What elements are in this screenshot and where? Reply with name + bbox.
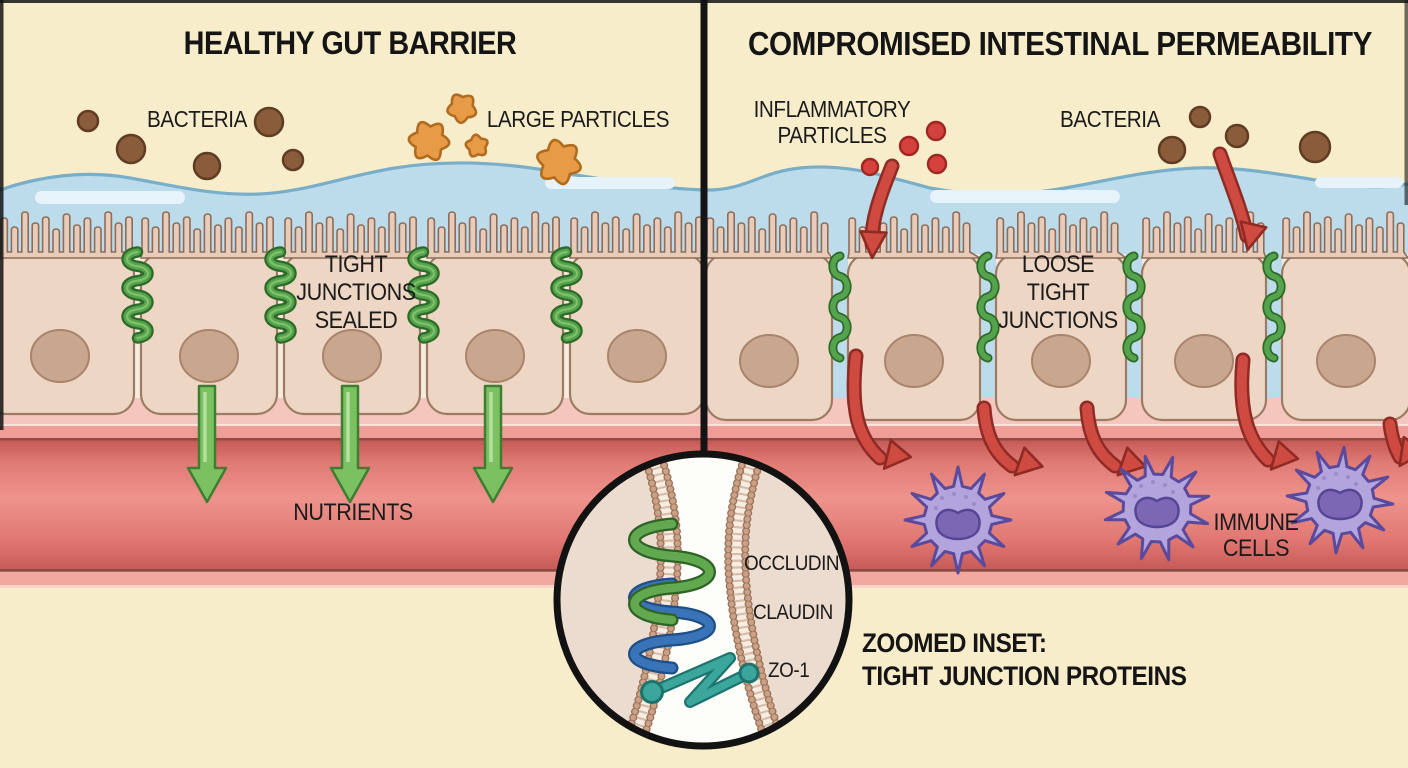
panel-divider [700, 0, 708, 456]
tight-junction-inset [553, 450, 853, 750]
frame-edges [0, 0, 1408, 430]
right-panel-title: COMPROMISED INTESTINAL PERMEABILITY [748, 25, 1372, 62]
tight-junctions-loose [828, 251, 1286, 363]
cell-nuclei [30, 329, 1376, 388]
tight-junctions-sealed-label: TIGHT JUNCTIONS SEALED [296, 251, 416, 334]
large-particles [407, 93, 582, 186]
bacteria-right-label: BACTERIA [1060, 106, 1160, 132]
bacteria-dots [76, 105, 1332, 181]
nutrient-arrows [186, 384, 514, 504]
bacteria-left-label: BACTERIA [147, 106, 247, 132]
brush-border-villi [0, 211, 1408, 259]
loose-tight-junctions-label: LOOSE TIGHT JUNCTIONS [998, 251, 1118, 334]
tight-junctions-sealed [121, 246, 583, 344]
inflammatory-particles [860, 120, 948, 177]
occludin-label: OCCLUDIN [744, 552, 840, 575]
inflammatory-particles-label: INFLAMMATORY PARTICLES [753, 96, 911, 148]
nutrients-label: NUTRIENTS [293, 499, 413, 526]
large-particles-label: LARGE PARTICLES [486, 106, 670, 132]
immune-cells-label: IMMUNE CELLS [1213, 509, 1299, 562]
zo1-label: ZO-1 [768, 659, 810, 682]
leak-arrows [846, 146, 1408, 477]
claudin-label: CLAUDIN [753, 601, 833, 624]
immune-cells [903, 445, 1395, 575]
inset-caption: ZOOMED INSET: TIGHT JUNCTION PROTEINS [862, 628, 1187, 691]
left-panel-title: HEALTHY GUT BARRIER [183, 25, 517, 61]
